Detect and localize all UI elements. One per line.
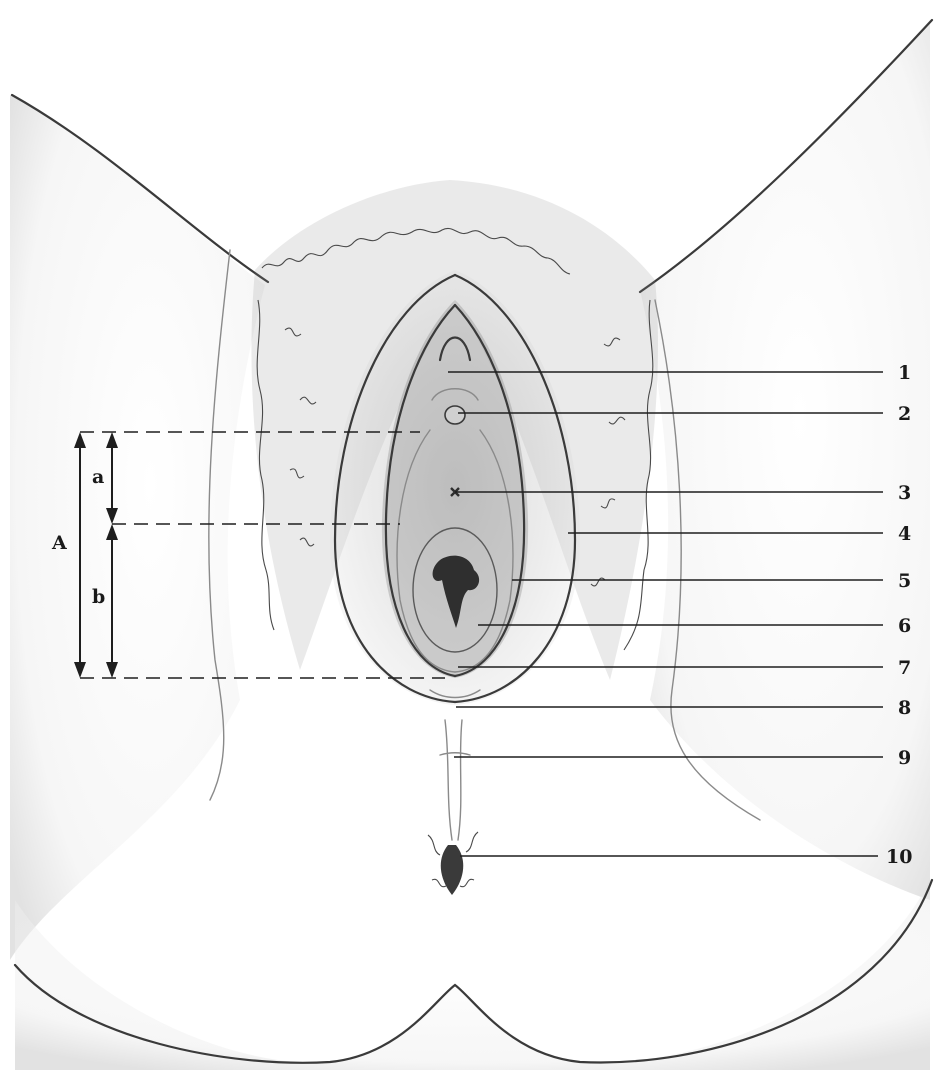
callout-1: 1 — [898, 362, 911, 384]
callout-6: 6 — [898, 615, 911, 637]
callout-7: 7 — [898, 657, 911, 679]
anus — [441, 845, 463, 895]
dimension-label-total: A — [51, 532, 67, 554]
left-thigh — [10, 95, 265, 960]
callout-5: 5 — [898, 570, 911, 592]
callout-8: 8 — [898, 697, 911, 719]
callout-9: 9 — [898, 747, 911, 769]
callout-3: 3 — [898, 482, 911, 504]
callout-2: 2 — [898, 403, 911, 425]
dimension-label-lower: b — [92, 586, 105, 608]
body-drawing — [10, 20, 932, 1070]
callout-10: 10 — [886, 846, 912, 868]
right-thigh — [640, 20, 930, 900]
dimension-label-upper: a — [92, 466, 104, 488]
clitoris-glans — [445, 406, 465, 424]
callout-4: 4 — [898, 523, 911, 545]
